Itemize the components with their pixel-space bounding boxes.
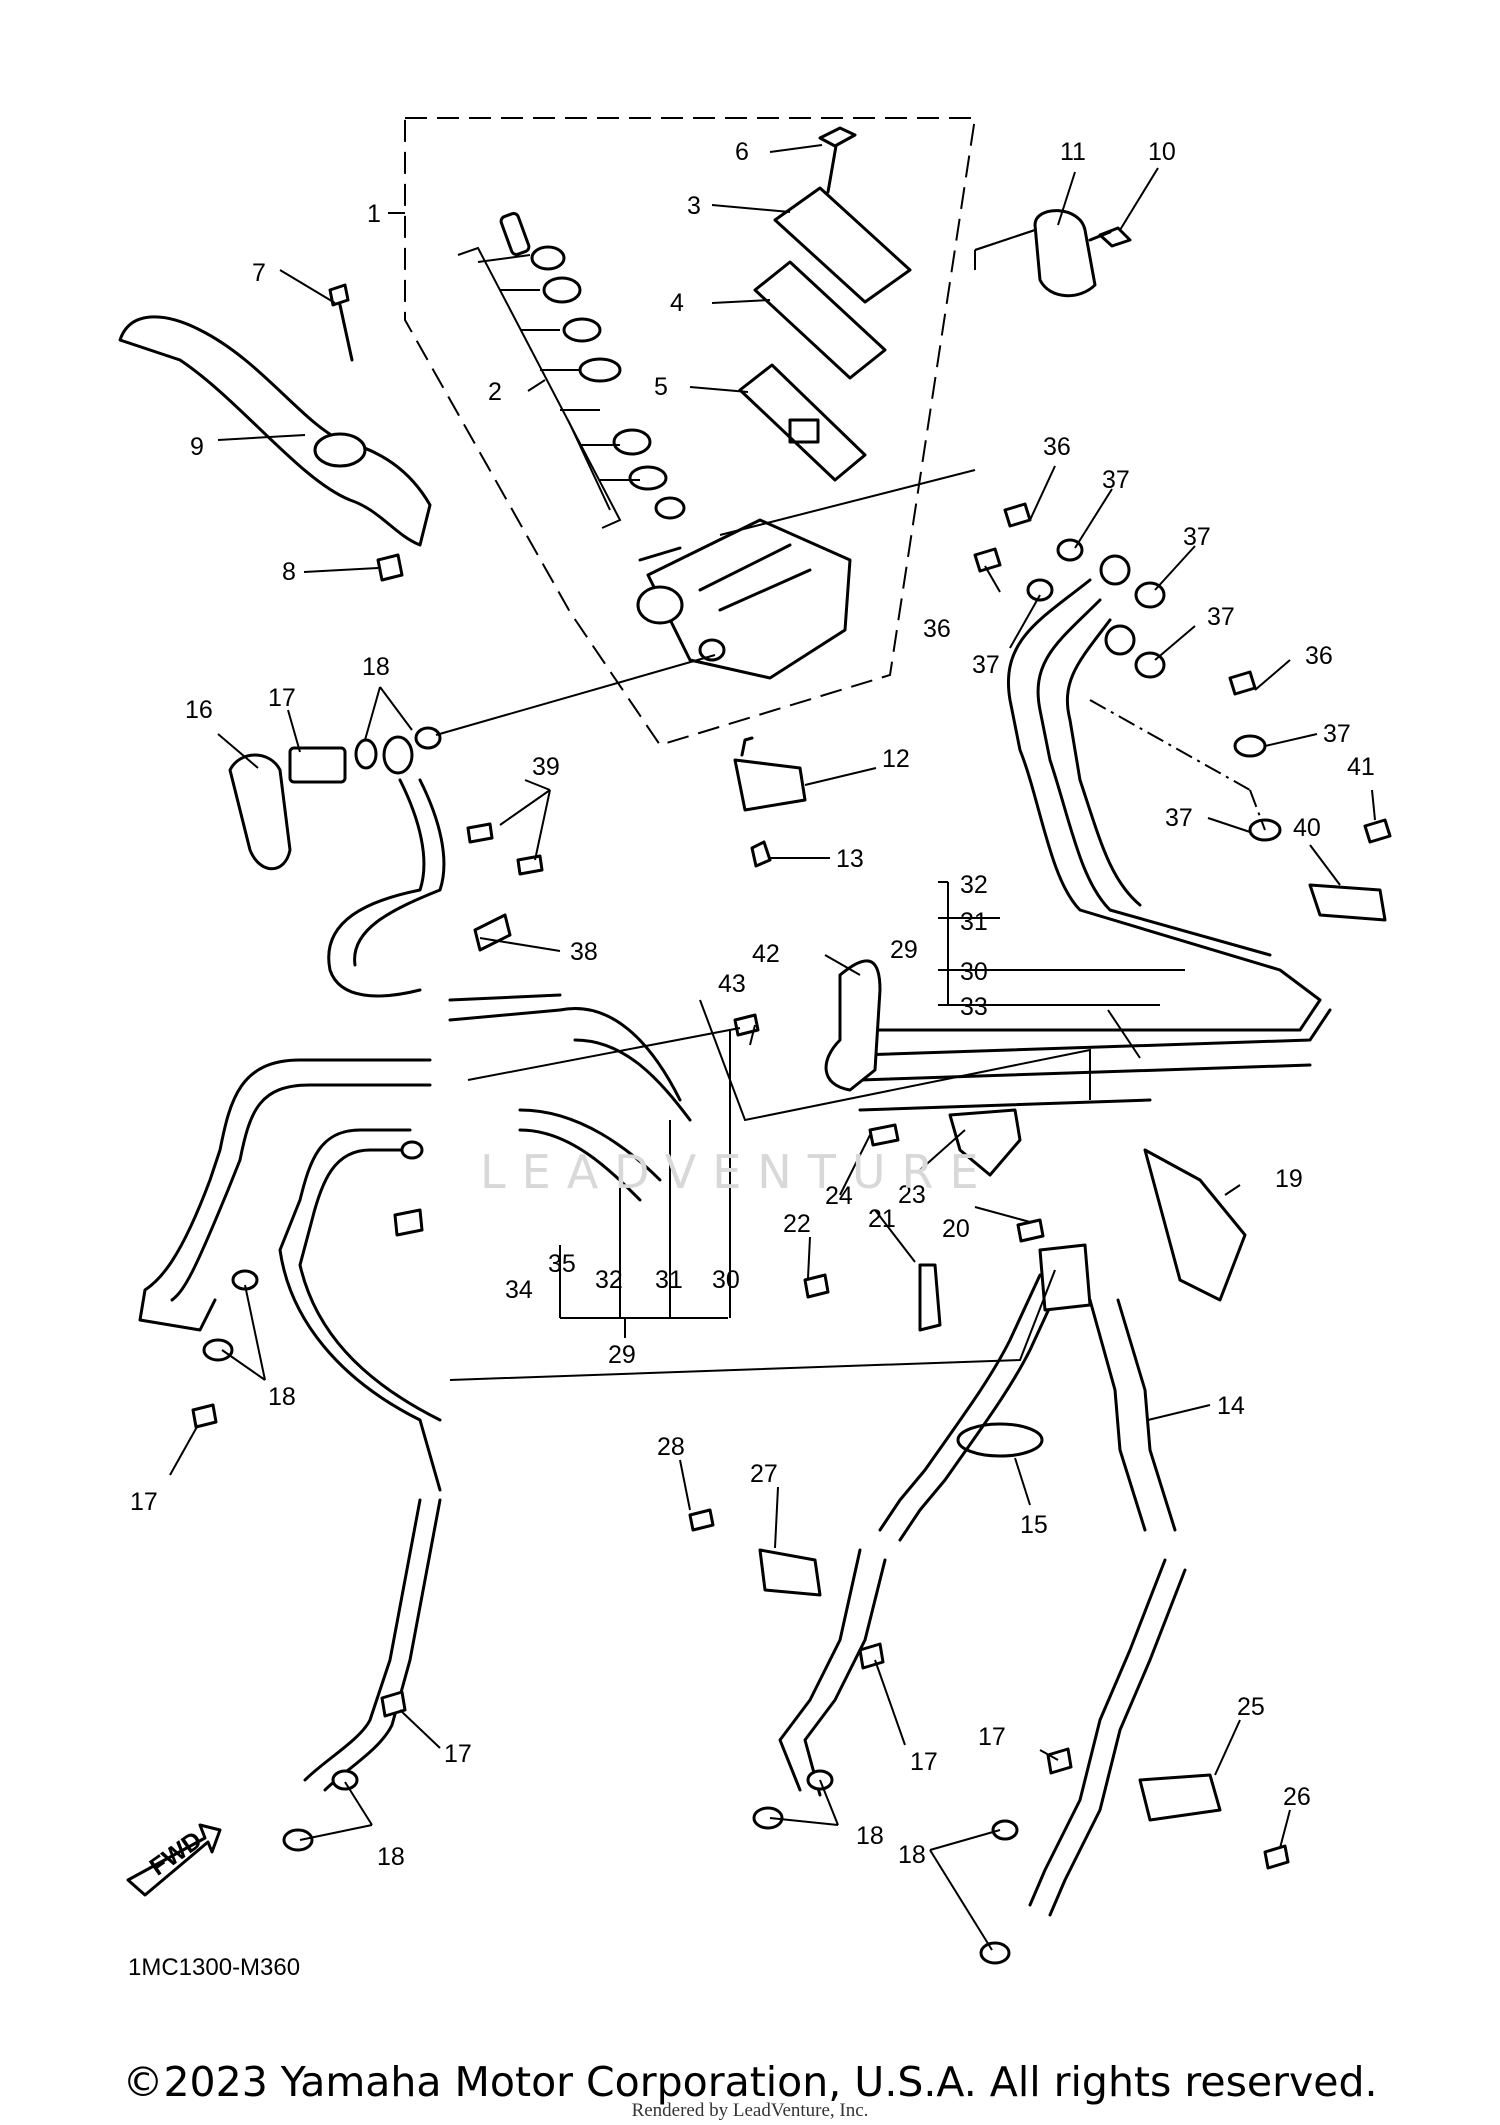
- callout-30b: 30: [712, 1266, 740, 1294]
- callout-18b: 18: [268, 1383, 296, 1411]
- copyright-notice: ©2023 Yamaha Motor Corporation, U.S.A. A…: [122, 2058, 1378, 2106]
- callout-37c: 37: [972, 651, 1000, 679]
- callout-29b: 29: [608, 1341, 636, 1369]
- callout-17b: 17: [130, 1488, 158, 1516]
- callout-34: 34: [505, 1276, 533, 1304]
- callout-38: 38: [570, 938, 598, 966]
- callout-39: 39: [532, 753, 560, 781]
- callout-37f: 37: [1165, 804, 1193, 832]
- callout-17e: 17: [978, 1723, 1006, 1751]
- callout-21: 21: [868, 1205, 896, 1233]
- callout-20: 20: [942, 1215, 970, 1243]
- callout-23: 23: [898, 1181, 926, 1209]
- callout-32b: 32: [595, 1266, 623, 1294]
- callout-32a: 32: [960, 871, 988, 899]
- callout-37a: 37: [1102, 466, 1130, 494]
- callout-37d: 37: [1207, 603, 1235, 631]
- callout-26: 26: [1283, 1783, 1311, 1811]
- callout-3: 3: [687, 192, 701, 220]
- rendered-by-notice: Rendered by LeadVenture, Inc.: [631, 2100, 869, 2121]
- callout-17c: 17: [444, 1740, 472, 1768]
- piston-kit: [457, 212, 686, 529]
- callout-6: 6: [735, 138, 749, 166]
- callout-27: 27: [750, 1460, 778, 1488]
- callout-30a: 30: [960, 958, 988, 986]
- diagram-code: 1MC1300-M360: [128, 1954, 300, 1981]
- callout-13: 13: [836, 845, 864, 873]
- callout-36c: 36: [1305, 642, 1333, 670]
- callout-29a: 29: [890, 936, 918, 964]
- callout-37e: 37: [1323, 720, 1351, 748]
- callout-10: 10: [1148, 138, 1176, 166]
- fwd-arrow: FWD: [126, 1823, 222, 1897]
- callout-18a: 18: [362, 653, 390, 681]
- callout-2: 2: [488, 378, 502, 406]
- brake-switch: [733, 736, 807, 868]
- brake-hoses: [138, 778, 1187, 1917]
- master-cylinder-body: [636, 518, 852, 680]
- callout-36a: 36: [1043, 433, 1071, 461]
- callout-22: 22: [783, 1210, 811, 1238]
- callout-18c: 18: [377, 1843, 405, 1871]
- callout-19: 19: [1275, 1165, 1303, 1193]
- callout-18e: 18: [898, 1841, 926, 1869]
- callout-7: 7: [252, 259, 266, 287]
- callout-41: 41: [1347, 753, 1375, 781]
- callout-11: 11: [1060, 138, 1086, 166]
- callout-35: 35: [548, 1250, 576, 1278]
- callout-36b: 36: [923, 615, 951, 643]
- misc-bolts: [191, 822, 1290, 1965]
- callout-42: 42: [752, 940, 780, 968]
- brackets-and-clamps: [758, 883, 1387, 1822]
- callout-9: 9: [190, 433, 204, 461]
- bundle-outline: [449, 999, 1091, 1381]
- assembly-boundary: [404, 117, 977, 747]
- brake-lever: [118, 283, 432, 582]
- callout-17a: 17: [268, 684, 296, 712]
- callout-8: 8: [282, 558, 296, 586]
- callout-16: 16: [185, 696, 213, 724]
- callout-15: 15: [1020, 1511, 1048, 1539]
- callout-17d: 17: [910, 1748, 938, 1776]
- watermark: LEADVENTURE: [480, 1145, 995, 1199]
- callout-12: 12: [882, 745, 910, 773]
- callout-1: 1: [367, 200, 381, 228]
- fwd-label: FWD: [145, 1826, 208, 1882]
- callout-18d: 18: [856, 1822, 884, 1850]
- callout-31a: 31: [960, 908, 988, 936]
- holder-clamp: [1033, 209, 1132, 298]
- leader-lines: [169, 144, 1376, 1951]
- callout-33: 33: [960, 993, 988, 1021]
- callout-25: 25: [1237, 1693, 1265, 1721]
- callout-numbers: 1 2 3 4 5 6 7 8 9 10 11 12 13 14 15 16 1…: [130, 138, 1375, 1871]
- callout-43: 43: [718, 970, 746, 998]
- callout-37b: 37: [1183, 523, 1211, 551]
- callout-31b: 31: [655, 1266, 683, 1294]
- brake-pipes: [858, 578, 1332, 1112]
- callout-4: 4: [670, 289, 684, 317]
- callout-5: 5: [654, 373, 668, 401]
- reservoir-cover-parts: [738, 126, 912, 482]
- union-bolts-right: [973, 502, 1392, 844]
- callout-28: 28: [657, 1433, 685, 1461]
- callout-14: 14: [1217, 1392, 1245, 1420]
- callout-24: 24: [825, 1182, 853, 1210]
- callout-40: 40: [1293, 814, 1321, 842]
